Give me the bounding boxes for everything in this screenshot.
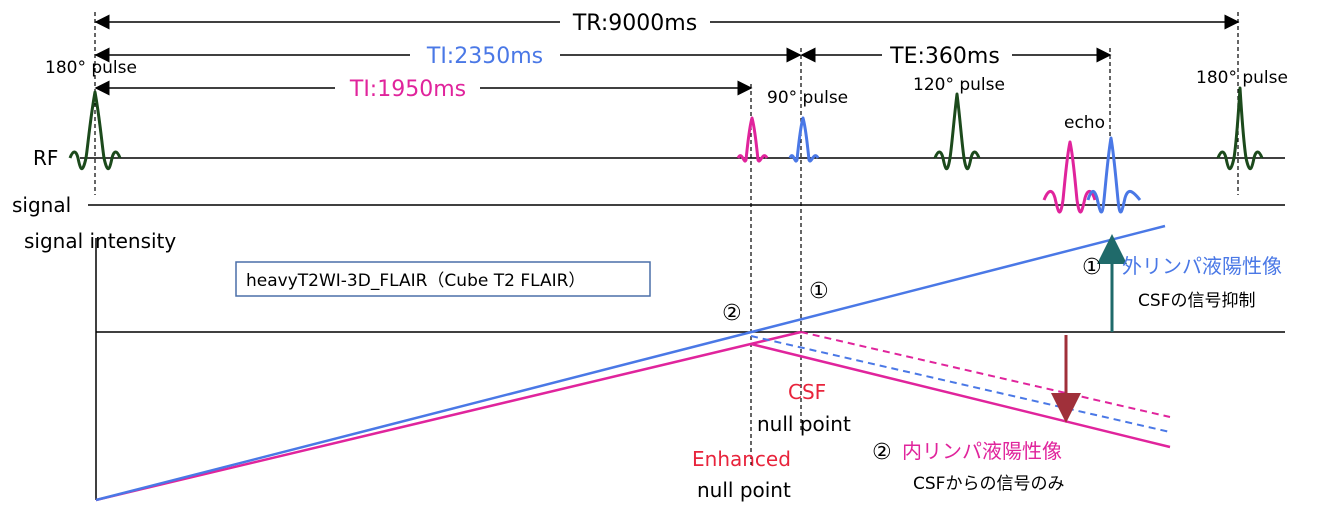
echo-label: echo [1064, 113, 1105, 133]
signal-label: signal [12, 193, 71, 217]
te-label: TE:360ms [889, 44, 1000, 69]
outer-image-sub: CSFの信号抑制 [1138, 291, 1255, 311]
sequence-box [235, 261, 651, 297]
pulse-120 [933, 92, 981, 171]
recovery-lines [95, 224, 1171, 502]
signal-intensity-label: signal intensity [24, 229, 176, 253]
pulse-180-left-label: 180° pulse [45, 58, 137, 78]
pulse-120-label: 120° pulse [913, 75, 1005, 95]
pulse-90-label: 90° pulse [767, 88, 848, 108]
inner-image-sub: CSFからの信号のみ [913, 474, 1064, 494]
ti-long-label: TI:2350ms [426, 44, 543, 69]
magenta-decay-dashed [800, 331, 1171, 418]
enhanced-null-label: null point [697, 478, 791, 502]
outer-image-label: 外リンパ液陽性像 [1122, 254, 1282, 278]
magenta-decay-solid [750, 342, 1171, 449]
blue-recovery-rise [95, 224, 1166, 502]
marker-one: ① [809, 279, 829, 304]
magenta-recovery-rise [95, 330, 802, 502]
marker-two: ② [722, 301, 742, 326]
timing-arrows: TR:9000ms TI:2350ms TE:360ms TI:1950ms [94, 8, 1240, 102]
csf-null-label: null point [757, 412, 851, 436]
pulse-90 [788, 116, 820, 163]
enhanced-label: Enhanced [692, 447, 791, 471]
rf-label: RF [33, 146, 58, 170]
ti-short-label: TI:1950ms [349, 77, 466, 102]
echo-magenta [1042, 140, 1097, 214]
pulse-180-right-label: 180° pulse [1196, 68, 1288, 88]
outer-marker: ① [1082, 255, 1102, 280]
pulse-180-right [1216, 86, 1264, 171]
pulse-180-left [68, 90, 122, 171]
inner-marker: ② [872, 440, 892, 465]
sequence-box-label: heavyT2WI-3D_FLAIR（Cube T2 FLAIR） [246, 271, 585, 291]
rf-pulses [68, 86, 1264, 214]
tr-label: TR:9000ms [572, 11, 697, 36]
csf-label: CSF [788, 380, 826, 404]
inner-image-label: 内リンパ液陽性像 [902, 439, 1062, 463]
pulse-enhanced-inversion [736, 116, 769, 163]
echo-blue [1086, 136, 1142, 214]
